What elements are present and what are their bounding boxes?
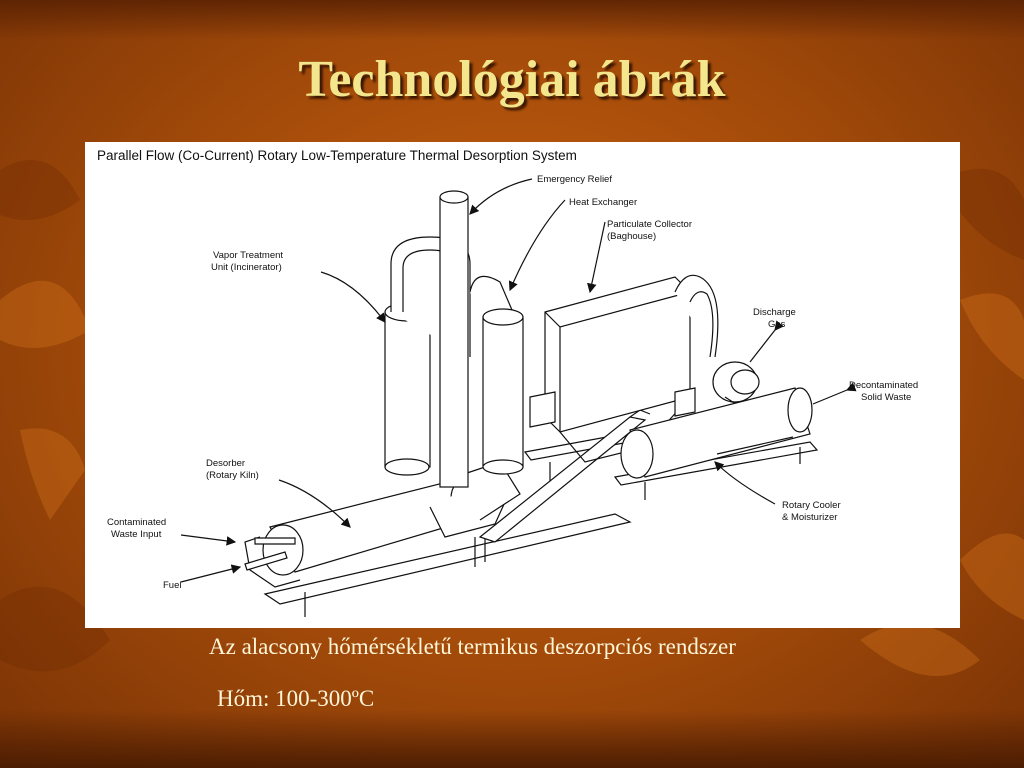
label-discharge: Discharge [753,307,796,318]
slide-title: Technológiai ábrák [298,51,726,108]
caption-main: Az alacsony hőmérsékletű termikus deszor… [209,634,736,659]
label-waste-input: Waste Input [111,529,162,540]
label-heat-exchanger: Heat Exchanger [569,197,637,208]
label-particulate-collector: Particulate Collector [607,219,692,230]
label-contaminated: Contaminated [107,517,166,528]
process-diagram: Parallel Flow (Co-Current) Rotary Low-Te… [85,142,960,628]
label-decontaminated: Decontaminated [849,380,918,391]
duct [674,274,719,358]
leader-arrows [180,178,857,583]
label-moisturizer: & Moisturizer [782,512,837,523]
rotary-kiln [244,461,521,588]
label-desorber: Desorber [206,458,245,469]
baghouse [529,276,696,463]
inlet-pipes [244,537,296,571]
label-baghouse: (Baghouse) [607,231,656,242]
label-vapor-treatment: Vapor Treatment [213,250,283,261]
diagram-title: Parallel Flow (Co-Current) Rotary Low-Te… [97,148,577,163]
label-rotary-kiln: (Rotary Kiln) [206,470,259,481]
label-gas: Gas [768,319,786,330]
label-incinerator: Unit (Incinerator) [211,262,282,273]
label-emergency-relief: Emergency Relief [537,174,612,185]
heat-exchanger [469,275,524,475]
label-solid-waste: Solid Waste [861,392,911,403]
rotary-cooler [620,387,813,479]
diagram-labels: Emergency Relief Heat Exchanger Particul… [107,174,918,591]
caption-temperature: Hőm: 100-300ºC [217,686,375,711]
fan-blower [712,361,760,411]
label-rotary-cooler: Rotary Cooler [782,500,841,511]
emergency-relief-stack [439,190,469,488]
label-fuel: Fuel [163,580,181,591]
